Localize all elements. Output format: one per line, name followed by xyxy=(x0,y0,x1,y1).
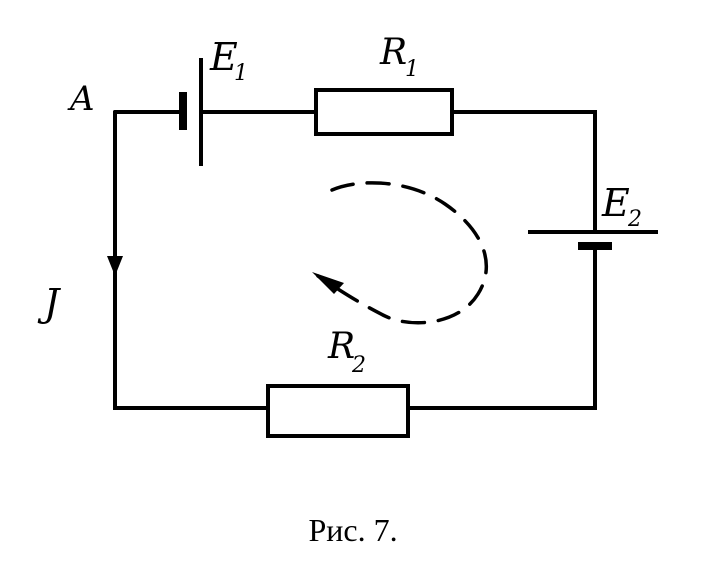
wire-left xyxy=(113,110,270,410)
loop-direction-path xyxy=(316,181,489,325)
emf1-subscript: 1 xyxy=(234,61,248,86)
r2-subscript: 2 xyxy=(351,353,366,378)
r1-subscript: 1 xyxy=(405,57,419,82)
resistor-r2 xyxy=(266,384,410,438)
current-label: J xyxy=(37,281,61,325)
resistor-r1 xyxy=(314,88,454,136)
current-arrow-icon xyxy=(107,256,123,276)
figure-caption: Рис. 7. xyxy=(308,512,398,548)
wire-top-right xyxy=(450,110,597,234)
emf2-subscript: 2 xyxy=(627,207,642,232)
r2-label: R xyxy=(327,326,355,367)
wire-bottom-right xyxy=(406,246,597,410)
r1-label: R xyxy=(379,32,407,73)
emf2-label: E xyxy=(601,181,630,225)
emf1-label: E xyxy=(209,35,238,79)
node-a-label: A xyxy=(67,79,95,119)
loop-arrow-icon xyxy=(312,272,344,294)
